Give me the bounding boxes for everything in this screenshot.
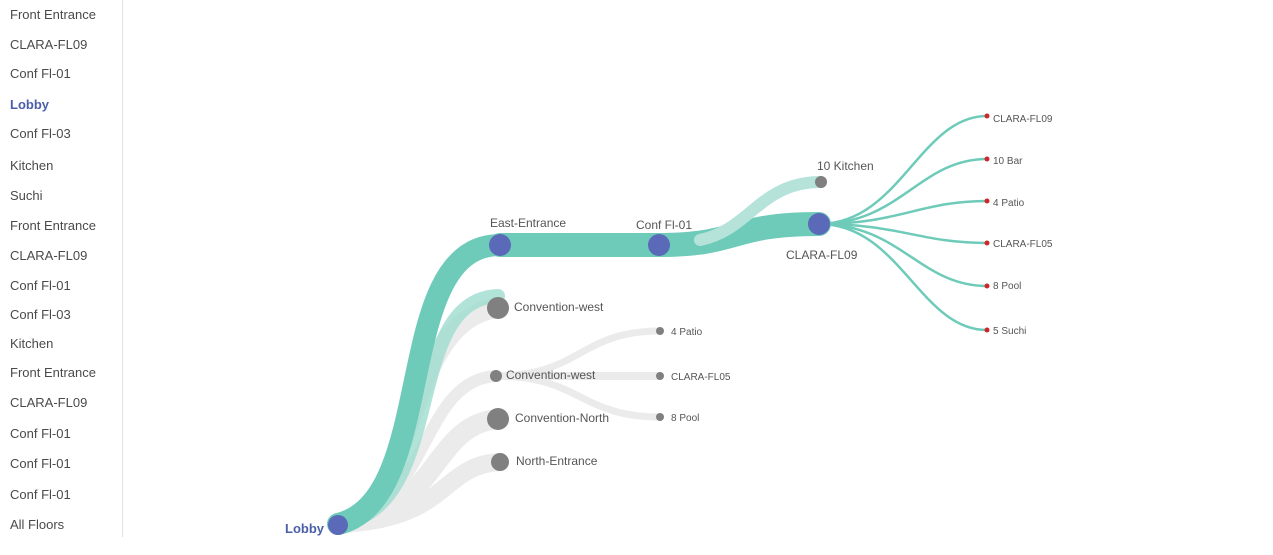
nodes bbox=[328, 113, 990, 535]
labels: Lobby East-Entrance Conf Fl-01 CLARA-FL0… bbox=[285, 114, 1053, 536]
end-dot-clara-fl09[interactable] bbox=[984, 113, 990, 119]
main-flow bbox=[327, 176, 831, 535]
node-convention-north[interactable] bbox=[487, 408, 509, 430]
fan-4-patio bbox=[818, 199, 988, 226]
label-kitchen: 10 Kitchen bbox=[817, 159, 874, 173]
fan-clara-fl09 bbox=[818, 114, 988, 226]
node-clara-fl05-gray[interactable] bbox=[656, 372, 664, 380]
fan-5-suchi bbox=[818, 222, 988, 332]
sidebar-item[interactable]: Conf Fl-01 bbox=[10, 487, 71, 502]
sidebar-item[interactable]: Conf Fl-01 bbox=[10, 456, 71, 471]
label-fan-clara-fl09: CLARA-FL09 bbox=[993, 114, 1053, 125]
end-dot-8-pool[interactable] bbox=[984, 283, 990, 289]
end-dot-10-bar[interactable] bbox=[984, 156, 990, 162]
label-east-entrance: East-Entrance bbox=[490, 216, 566, 230]
label-clara-fl09: CLARA-FL09 bbox=[786, 248, 858, 262]
label-fan-8-pool: 8 Pool bbox=[993, 281, 1021, 292]
fan-clara-fl05 bbox=[818, 222, 988, 245]
label-north-entrance: North-Entrance bbox=[516, 454, 598, 468]
node-root-lobby[interactable] bbox=[328, 515, 348, 535]
fan-8-pool bbox=[818, 222, 988, 288]
clara-fanout bbox=[818, 114, 988, 332]
node-convention-west-2[interactable] bbox=[490, 370, 502, 382]
fan-10-bar bbox=[818, 157, 988, 226]
label-pool-gray: 8 Pool bbox=[671, 413, 699, 424]
node-clara-fl09[interactable] bbox=[808, 213, 830, 235]
node-east-entrance[interactable] bbox=[489, 234, 511, 256]
sidebar-item[interactable]: Conf Fl-03 bbox=[10, 307, 71, 322]
node-patio-gray[interactable] bbox=[656, 327, 664, 335]
sidebar-item[interactable]: CLARA-FL09 bbox=[10, 395, 88, 410]
label-patio-gray: 4 Patio bbox=[671, 327, 703, 338]
sidebar-item[interactable]: Conf Fl-03 bbox=[10, 126, 71, 141]
label-fan-4-patio: 4 Patio bbox=[993, 198, 1025, 209]
node-north-entrance[interactable] bbox=[491, 453, 509, 471]
label-convention-west-2: Convention-west bbox=[506, 368, 596, 382]
label-root: Lobby bbox=[285, 521, 325, 536]
sidebar-item[interactable]: Conf Fl-01 bbox=[10, 278, 71, 293]
sidebar-item[interactable]: Conf Fl-01 bbox=[10, 66, 71, 81]
flow-convention-pool bbox=[492, 372, 664, 421]
end-dot-5-suchi[interactable] bbox=[984, 327, 990, 333]
node-conf-fl-01[interactable] bbox=[648, 234, 670, 256]
sidebar-item[interactable]: Suchi bbox=[10, 188, 43, 203]
node-pool-gray[interactable] bbox=[656, 413, 664, 421]
label-convention-west: Convention-west bbox=[514, 300, 604, 314]
sidebar-item[interactable]: Kitchen bbox=[10, 336, 54, 351]
flow-conf-clara bbox=[647, 212, 831, 257]
label-fan-10-bar: 10 Bar bbox=[993, 156, 1023, 167]
node-kitchen[interactable] bbox=[815, 176, 827, 188]
node-convention-west[interactable] bbox=[487, 297, 509, 319]
sidebar-item[interactable]: Lobby bbox=[10, 97, 49, 112]
flow-root-north-entrance bbox=[329, 453, 509, 533]
sidebar-item[interactable]: Conf Fl-01 bbox=[10, 426, 71, 441]
sidebar-item[interactable]: All Floors bbox=[10, 517, 65, 532]
label-conf-fl-01: Conf Fl-01 bbox=[636, 218, 692, 232]
label-clara-fl05-gray: CLARA-FL05 bbox=[671, 372, 731, 383]
sidebar-item[interactable]: CLARA-FL09 bbox=[10, 37, 88, 52]
end-dot-4-patio[interactable] bbox=[984, 198, 990, 204]
sidebar-item[interactable]: Kitchen bbox=[10, 158, 54, 173]
label-fan-5-suchi: 5 Suchi bbox=[993, 326, 1026, 337]
flow-conf-kitchen bbox=[694, 176, 827, 246]
end-dot-clara-fl05[interactable] bbox=[984, 240, 990, 246]
label-convention-north: Convention-North bbox=[515, 411, 609, 425]
sidebar-item[interactable]: Front Entrance bbox=[10, 365, 96, 380]
sidebar-item[interactable]: CLARA-FL09 bbox=[10, 248, 88, 263]
sidebar-item[interactable]: Front Entrance bbox=[10, 7, 96, 22]
sidebar-item[interactable]: Front Entrance bbox=[10, 218, 96, 233]
label-fan-clara-fl05: CLARA-FL05 bbox=[993, 239, 1053, 250]
flow-root-east-entrance bbox=[327, 234, 511, 535]
